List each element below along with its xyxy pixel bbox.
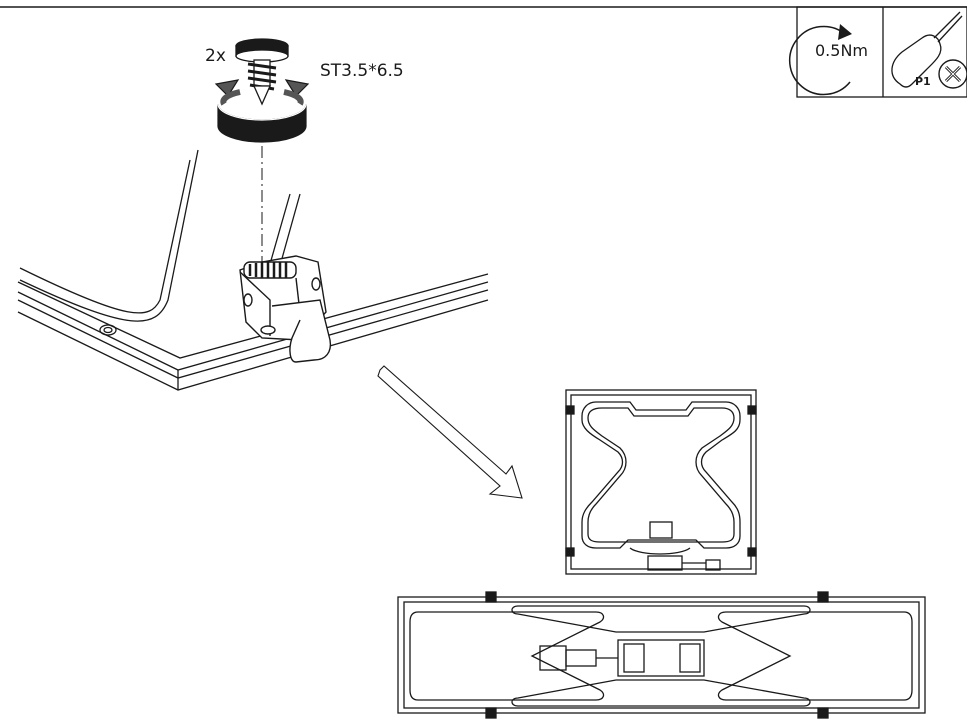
torque-value-label: 0.5Nm (815, 41, 868, 60)
square-panel-back (565, 389, 757, 575)
rotation-arrow-icon (214, 79, 310, 143)
screw-icon (235, 38, 289, 106)
spring-clip (239, 255, 332, 363)
tool-info-box (796, 6, 967, 98)
screw-quantity-label: 2x (205, 46, 226, 66)
panel-corner-view (17, 149, 489, 391)
long-panel-back (397, 591, 926, 719)
indicator-arrow (377, 365, 523, 499)
circle-x-icon (938, 59, 967, 89)
torque-rotate-icon (788, 24, 852, 96)
bit-size-label: P1 (915, 75, 931, 88)
screwdriver-icon (891, 11, 963, 88)
screw-spec-label: ST3.5*6.5 (320, 61, 404, 81)
